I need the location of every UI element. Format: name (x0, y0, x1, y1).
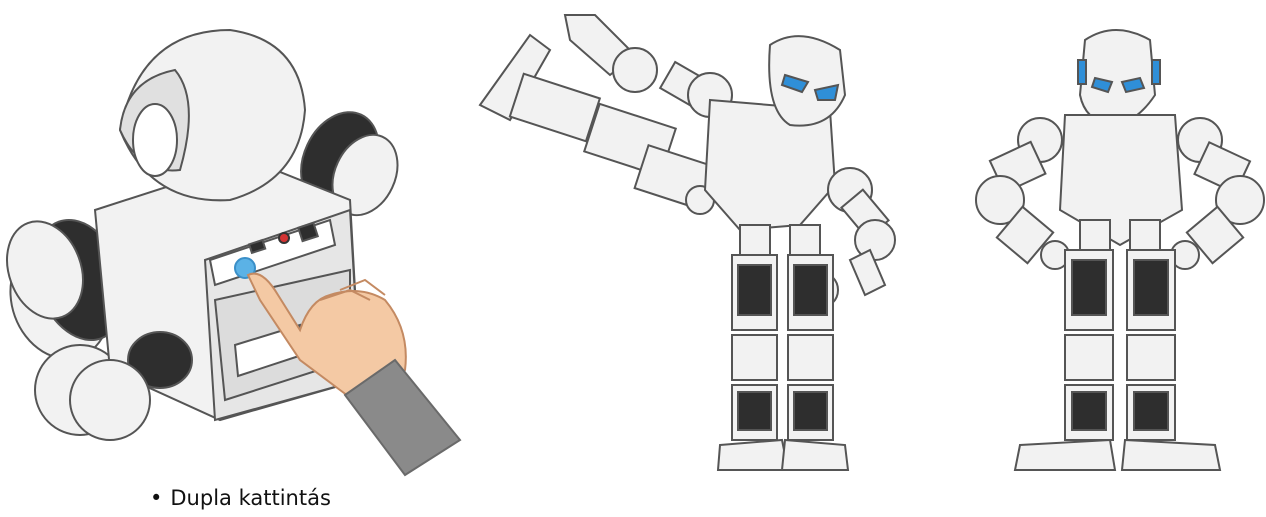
left-foot (718, 440, 788, 470)
bullet-point: • (150, 486, 162, 510)
robot-torso (1060, 115, 1182, 245)
right-foot (1122, 440, 1220, 470)
robot-hips-svg (960, 0, 1266, 517)
robot-waving-svg (470, 0, 940, 517)
instruction-caption: • Dupla kattintás (150, 486, 331, 510)
robot-back-svg (0, 0, 470, 517)
left-foot (1015, 440, 1115, 470)
robot-head (1080, 30, 1155, 125)
robot-hips-illustration (960, 0, 1266, 517)
caption-text: Dupla kattintás (170, 486, 331, 510)
right-foot (782, 440, 848, 470)
red-button (279, 233, 289, 243)
robot-waving-illustration (470, 0, 940, 517)
robot-back-illustration (0, 0, 470, 517)
